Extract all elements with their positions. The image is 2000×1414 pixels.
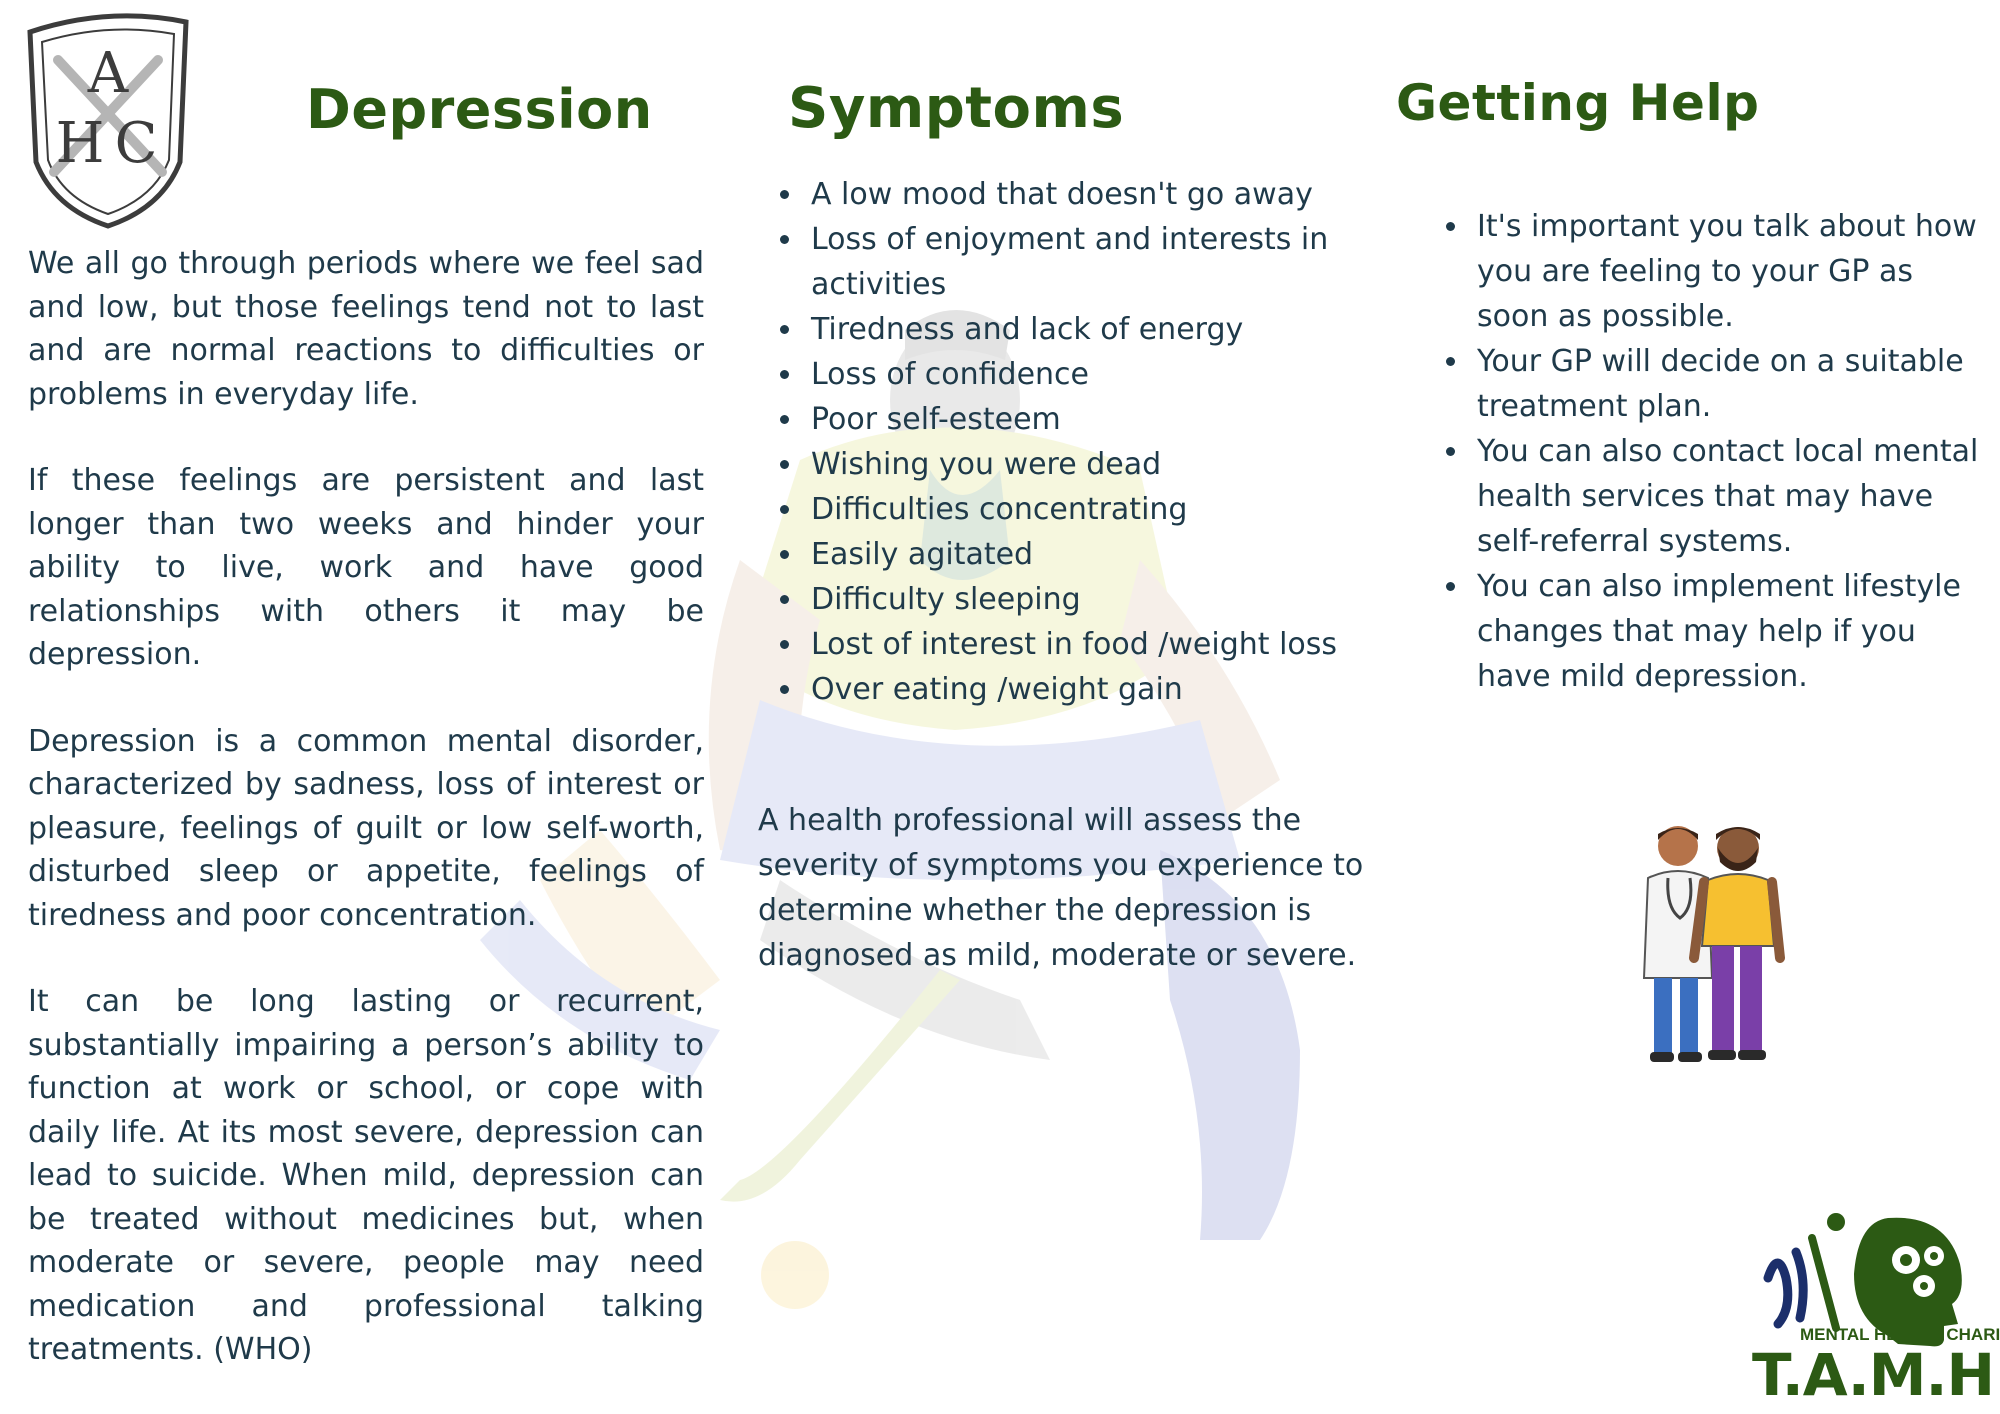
depression-paragraph: It can be long lasting or recurrent, sub… bbox=[28, 984, 704, 1367]
doctor-and-patient-icon bbox=[1642, 826, 1785, 1062]
symptom-item: Tiredness and lack of energy bbox=[776, 307, 1376, 352]
crest-letter: H bbox=[56, 111, 105, 176]
symptom-item: Over eating /weight gain bbox=[776, 667, 1376, 712]
symptom-item: A low mood that doesn't go away bbox=[776, 172, 1376, 217]
depression-heading: Depression bbox=[306, 78, 653, 141]
help-item: Your GP will decide on a suitable treatm… bbox=[1442, 339, 1982, 429]
symptom-item: Wishing you were dead bbox=[776, 442, 1376, 487]
symptom-item: Poor self-esteem bbox=[776, 397, 1376, 442]
symptom-item: Easily agitated bbox=[776, 532, 1376, 577]
head-with-gears-icon bbox=[1763, 1213, 1962, 1347]
symptom-item: Lost of interest in food /weight loss bbox=[776, 622, 1376, 667]
symptom-item: Loss of confidence bbox=[776, 352, 1376, 397]
help-item: It's important you talk about how you ar… bbox=[1442, 204, 1982, 339]
getting-help-heading: Getting Help bbox=[1396, 74, 1760, 132]
assessment-note: A health professional will assess the se… bbox=[758, 803, 1364, 973]
charity-name: T.A.M.H.I bbox=[1752, 1341, 2000, 1409]
symptoms-list: A low mood that doesn't go away Loss of … bbox=[776, 172, 1376, 712]
crest-letter: C bbox=[115, 111, 158, 176]
symptom-item: Difficulty sleeping bbox=[776, 577, 1376, 622]
depression-paragraph: We all go through periods where we feel … bbox=[28, 246, 704, 412]
symptoms-heading: Symptoms bbox=[788, 76, 1125, 141]
help-item: You can also contact local mental health… bbox=[1442, 429, 1982, 564]
depression-body: We all go through periods where we feel … bbox=[28, 242, 704, 1372]
depression-paragraph: Depression is a common mental disorder, … bbox=[28, 723, 704, 933]
crest-letter: A bbox=[87, 41, 129, 106]
depression-paragraph: If these feelings are persistent and las… bbox=[28, 463, 704, 672]
symptom-item: Loss of enjoyment and interests in activ… bbox=[776, 217, 1376, 307]
getting-help-list: It's important you talk about how you ar… bbox=[1442, 204, 1982, 699]
symptom-item: Difficulties concentrating bbox=[776, 487, 1376, 532]
help-item: You can also implement lifestyle changes… bbox=[1442, 564, 1982, 699]
